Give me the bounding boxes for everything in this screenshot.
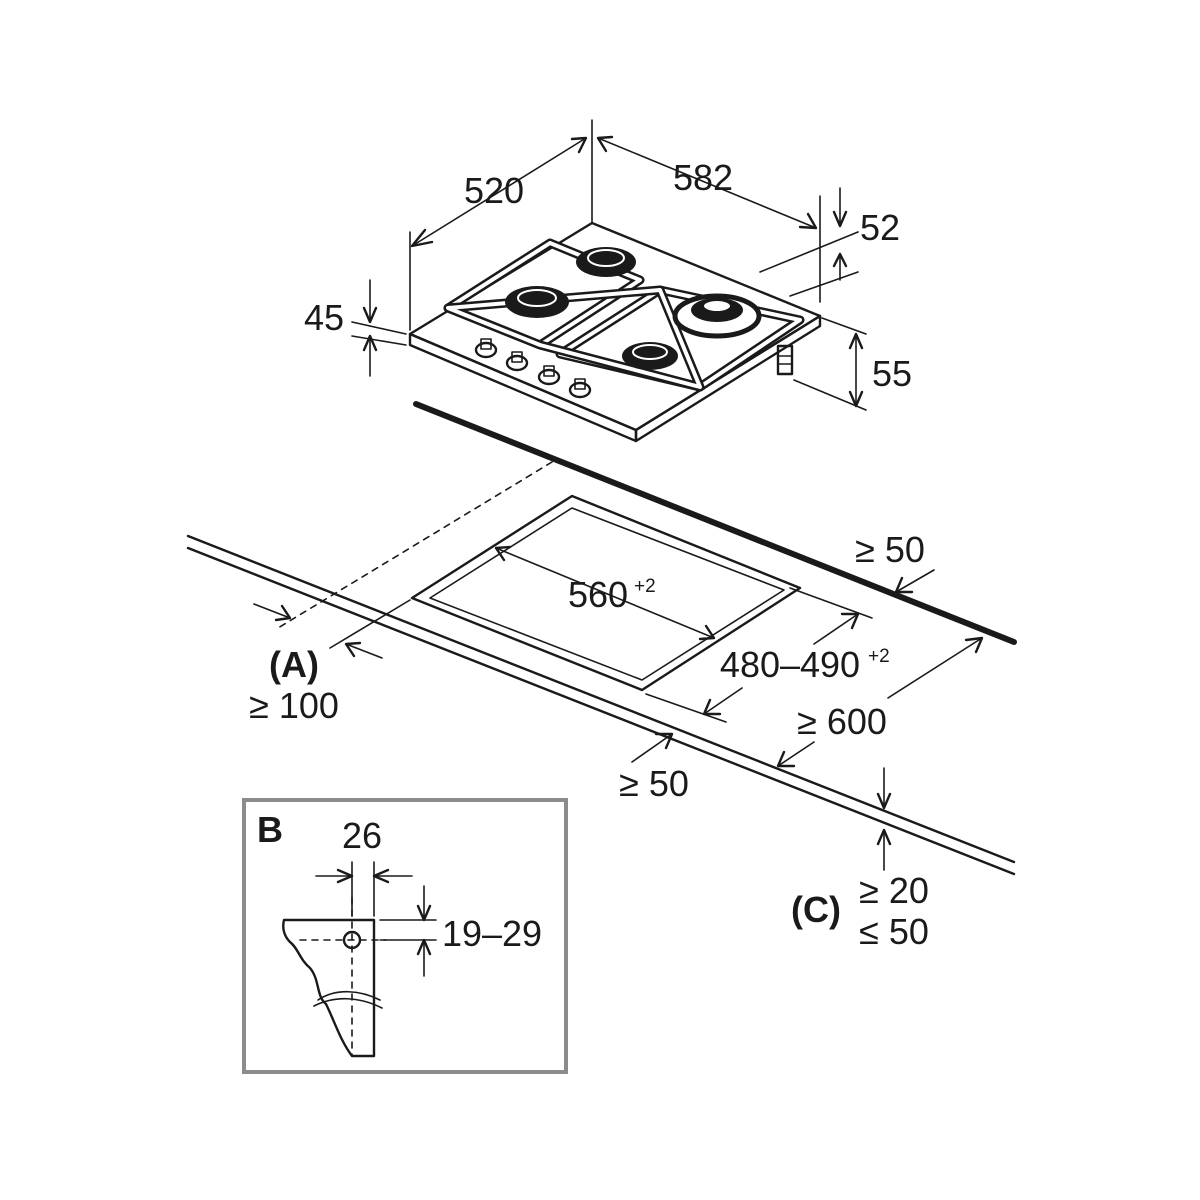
side-clearance-label: ≥ 100 (249, 685, 339, 726)
burner-front-right (622, 342, 678, 370)
cutout-inner (429, 507, 785, 681)
cutout-depth-tolerance: +2 (868, 646, 890, 667)
total-height-label: 55 (872, 353, 912, 394)
gas-offset-label: 52 (860, 207, 900, 248)
burner-wok (672, 293, 762, 339)
thickness-min-label: ≥ 20 (859, 870, 929, 911)
gas-connection (776, 344, 794, 376)
side-marker-a: (A) (269, 644, 319, 685)
detail-b-marker: B (257, 809, 283, 850)
knob-4 (568, 378, 592, 399)
thickness-max-label: ≤ 50 (859, 911, 929, 952)
hob-side-face (634, 314, 822, 443)
knob-1 (474, 338, 498, 359)
detail-b-width-label: 26 (342, 815, 382, 856)
worktop-drawing (186, 401, 1017, 876)
pan-supports (443, 238, 805, 392)
knob-2 (505, 351, 529, 372)
hob-front-face (408, 332, 638, 443)
worktop-front-edge-top (186, 534, 1016, 864)
detail-b-panel: B 26 19–29 (242, 798, 568, 1074)
burner-rear-left (576, 247, 636, 277)
fixing-bracket (282, 918, 376, 1058)
control-knobs (474, 338, 592, 399)
knob-3 (537, 365, 561, 386)
front-clearance-label: ≥ 50 (619, 763, 689, 804)
rear-clearance-label: ≥ 50 (855, 529, 925, 570)
cutout-width-label: 560 (568, 574, 628, 615)
hob-drawing (408, 221, 822, 443)
side-wall-line (277, 461, 553, 629)
hob-depth-label: 520 (464, 170, 524, 211)
worktop-front-edge-bottom (186, 546, 1016, 876)
top-height-label: 45 (304, 297, 344, 338)
detail-b-frame (242, 798, 568, 1074)
counter-depth-label: ≥ 600 (797, 701, 887, 742)
thickness-marker-c: (C) (791, 889, 841, 930)
hob-dimensions: 520 582 52 45 55 (304, 119, 912, 411)
cutout-dimensions: 560 +2 480–490 +2 ≥ 50 ≥ 600 ≥ 50 (A) ≥ … (249, 529, 984, 952)
cutout-depth-label: 480–490 (720, 644, 860, 685)
hob-width-label: 582 (673, 157, 733, 198)
cutout-width-tolerance: +2 (634, 576, 656, 597)
screw-hole (342, 930, 362, 950)
worktop-back-edge (413, 401, 1017, 645)
detail-b-height-label: 19–29 (442, 913, 542, 954)
burner-front-left (505, 286, 569, 318)
cutout-outer (410, 494, 802, 692)
